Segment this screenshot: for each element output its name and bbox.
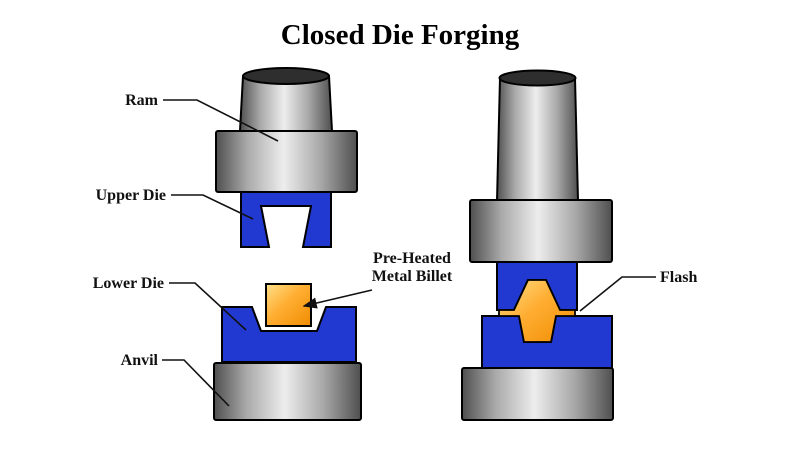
- upper-die: [240, 191, 332, 248]
- anvil: [213, 362, 362, 421]
- label-lower-die: Lower Die: [93, 275, 164, 292]
- label-upper-die: Upper Die: [96, 187, 166, 204]
- leader-line-flash: [579, 276, 656, 312]
- leader-line-lower-die: [169, 282, 247, 331]
- left-figure: [213, 67, 362, 421]
- forged-part-with-flash: [498, 279, 576, 343]
- label-anvil: Anvil: [121, 352, 159, 369]
- leader-line-anvil: [162, 359, 230, 407]
- ram-block-right: [469, 199, 613, 263]
- ram-cylinder-top: [242, 67, 330, 85]
- leader-line-upper-die: [171, 194, 254, 220]
- metal-billet: [265, 283, 312, 327]
- leader-line-billet: [302, 289, 373, 309]
- annotations: Ram Upper Die Lower Die Anvil Pre-Heated…: [93, 92, 697, 407]
- label-billet-line1: Pre-Heated: [373, 250, 451, 267]
- ram-block: [215, 130, 358, 193]
- label-flash: Flash: [660, 269, 697, 286]
- anvil-right: [461, 367, 614, 421]
- leader-line-ram: [163, 99, 279, 142]
- label-billet-line2: Metal Billet: [372, 268, 453, 285]
- ram-cylinder-right-top: [498, 69, 577, 87]
- label-ram: Ram: [125, 92, 159, 109]
- diagram-title: Closed Die Forging: [281, 19, 520, 51]
- right-figure: [461, 69, 614, 421]
- ram-cylinder-right: [495, 77, 580, 202]
